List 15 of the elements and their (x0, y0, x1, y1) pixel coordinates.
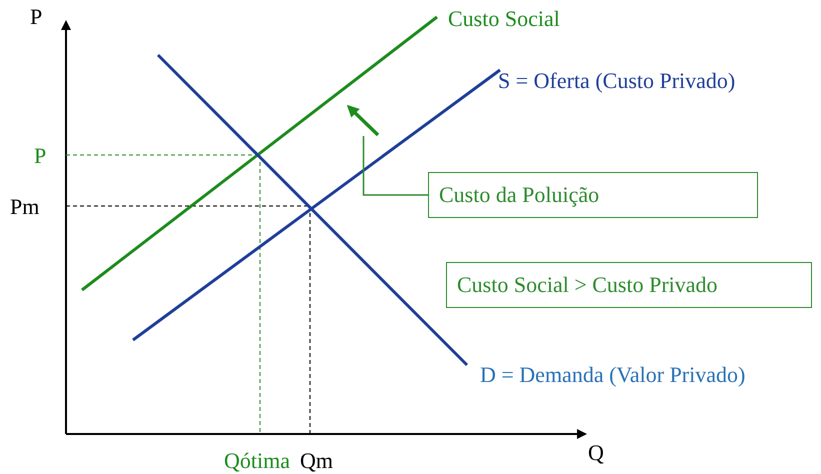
axis-value-label: Pm (10, 194, 40, 220)
curve-label: D = Demanda (Valor Privado) (480, 362, 746, 388)
axis-label: P (30, 4, 42, 30)
leader-line (362, 136, 428, 196)
text-box (446, 262, 812, 308)
axis-label: Q (588, 440, 604, 466)
axis-value-label: P (34, 143, 46, 169)
box-text: Custo da Poluição (439, 182, 600, 207)
curve-label: Custo Social (448, 6, 560, 32)
box-text: Custo Social > Custo Privado (457, 272, 718, 297)
axis-value-label: Qm (300, 448, 333, 474)
axis-value-label: Qótima (224, 448, 290, 474)
text-box (428, 172, 758, 218)
curve-label: S = Oferta (Custo Privado) (498, 68, 736, 94)
shift-arrow (346, 104, 380, 136)
